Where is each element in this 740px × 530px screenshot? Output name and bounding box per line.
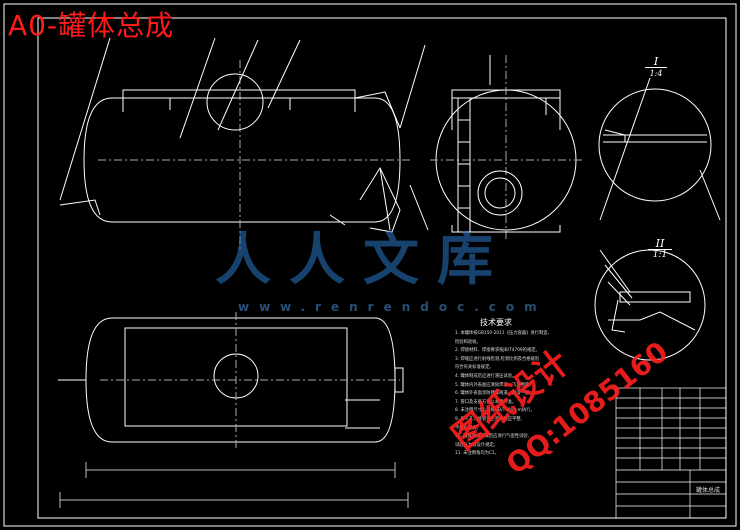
detail-circle-front	[206, 73, 264, 131]
technical-requirements-title: 技术要求	[480, 318, 512, 327]
plan-view	[58, 312, 409, 508]
title-block-name: 罐体总成	[696, 487, 721, 494]
note-line: 7. 管口及支座方位以本图为准。	[455, 399, 517, 405]
note-line: 检验和验收。	[455, 339, 481, 345]
outer-frame	[3, 3, 737, 527]
watermark-cn: 人人文库	[215, 227, 511, 293]
detail-i-view	[598, 77, 721, 221]
title-block	[615, 387, 727, 519]
note-line: 11. 未注倒角均为C1。	[455, 451, 500, 457]
note-line: 5. 罐体内外表面应清除焊渣、飞溅物等。	[455, 382, 534, 388]
note-line: 1. 本罐体按GB150-2011《压力容器》进行制造、	[455, 331, 552, 336]
detail-ii-scale: 1:1	[648, 249, 672, 261]
technical-requirements: 1. 本罐体按GB150-2011《压力容器》进行制造、 检验和验收。 2. 焊接…	[455, 330, 610, 459]
front-view	[59, 37, 429, 250]
detail-ii-roman: II	[655, 237, 665, 250]
detail-i-scale: 1:4	[645, 67, 667, 79]
note-line: 2. 焊接材料、焊接要求按JB/T4709的规定。	[455, 348, 540, 354]
note-line: 试验压力按设计规定。	[455, 442, 498, 448]
detail-i-label: I 1:4	[645, 56, 667, 79]
manhole-circle	[477, 170, 523, 216]
note-line: 9. 各人孔、接管法兰密封面应平整,	[455, 416, 522, 422]
side-view	[430, 55, 585, 240]
detail-ii-view	[594, 249, 706, 361]
note-line: 6. 罐体外表面涂防锈漆两道、面漆一道。	[455, 391, 534, 397]
note-line: 3. 焊缝应进行射线检测,检测比例及合格级别	[455, 356, 540, 362]
inner-frame	[37, 17, 727, 519]
detail-ii-label: II 1:1	[648, 238, 672, 261]
drawing-title: A0-罐体总成	[8, 9, 175, 42]
detail-i-roman: I	[653, 55, 659, 68]
note-line: 符合有关标准规定。	[455, 365, 494, 371]
note-line: 10. 罐体总成完成后应进行气密性试验,	[455, 434, 530, 440]
note-line: 4. 罐体制成后应进行液压试验。	[455, 373, 517, 379]
watermark-url: www.renrendoc.com	[238, 300, 547, 314]
note-line: 不得有划痕。	[455, 425, 481, 431]
note-line: 8. 未注明尺寸公差按GB/T1804-m执行。	[455, 408, 535, 414]
